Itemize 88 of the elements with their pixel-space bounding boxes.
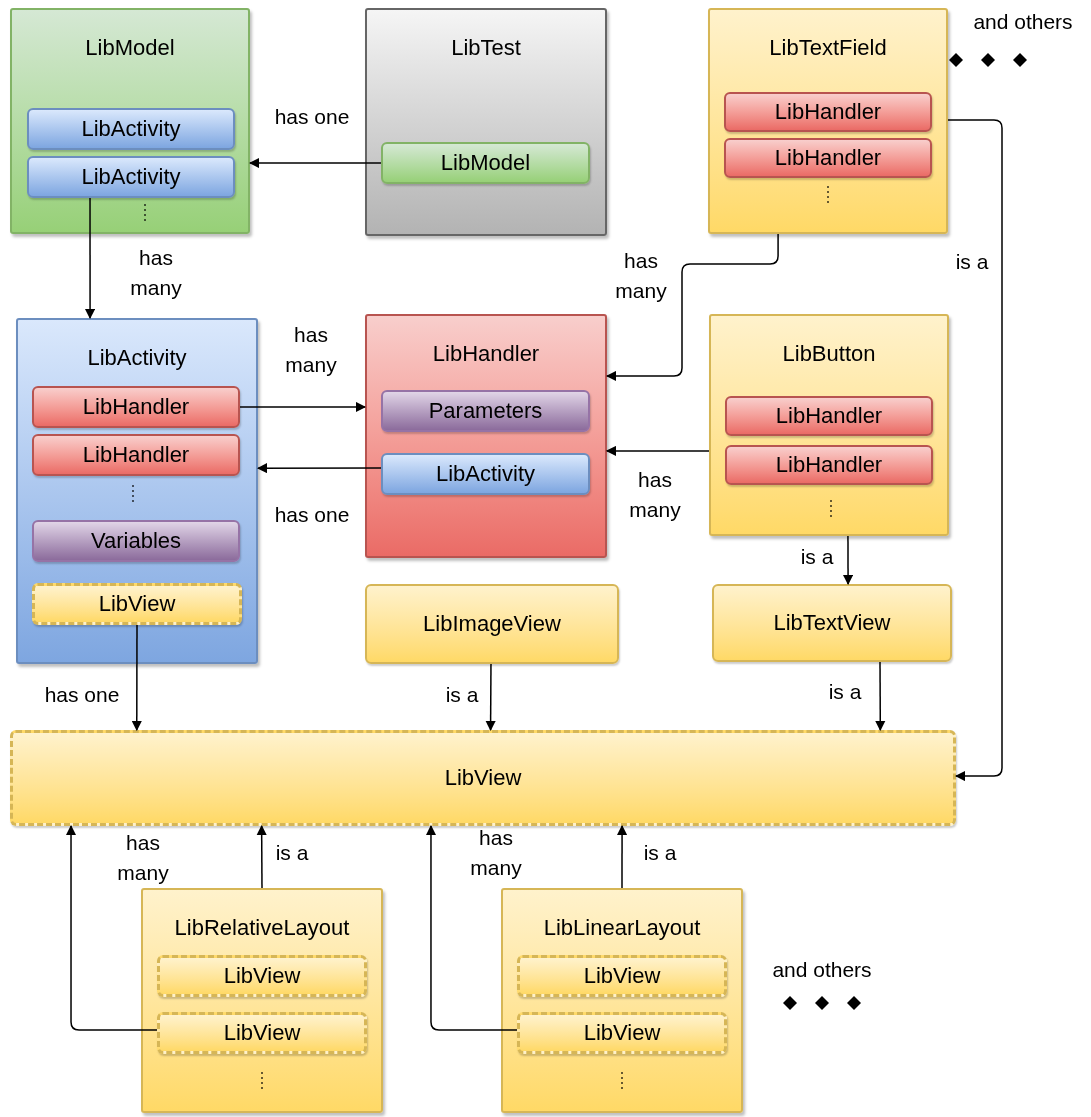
container-box [10,8,250,234]
arrow [605,233,779,382]
node-title: LibHandler [773,101,883,123]
edge-label: has many [129,245,183,301]
edge-label: has many [116,830,170,886]
arrow [842,535,854,586]
edge-label: is a [275,840,309,866]
node-title: LibView [582,1022,662,1044]
node-title: LibModel [84,37,176,59]
class-box [724,138,932,178]
container-box [709,314,949,536]
node-title: LibView [222,965,302,987]
node-title: LibLinearLayout [542,917,702,939]
class-box [365,584,619,664]
class-box [10,730,956,826]
class-box [725,445,933,485]
class-box [32,520,240,562]
edge-label: is a [828,679,862,705]
edge-label: has many [284,322,338,378]
node-title: LibActivity [434,463,536,485]
class-box [32,434,240,476]
container-box [708,8,948,234]
note-label: and others [973,9,1073,36]
container-box [16,318,258,664]
arrow [425,824,518,1031]
arrow [256,462,382,474]
edge-label: is a [955,249,989,275]
node-title: LibHandler [431,343,541,365]
container-box [501,888,743,1113]
edge-label: has one [44,682,120,708]
class-box [27,156,235,198]
node-title: LibTest [450,37,522,59]
arrow [65,824,158,1031]
edge-label: has many [469,825,523,881]
edge-label: is a [800,544,834,570]
class-box [381,390,590,432]
node-title: LibModel [439,152,532,174]
node-title: LibHandler [773,147,883,169]
node-title: LibHandler [774,405,884,427]
class-box [381,453,590,495]
class-box [157,955,367,997]
node-title: LibActivity [80,166,182,188]
class-box [724,92,932,132]
container-box [365,8,607,236]
edge-label: has one [274,502,350,528]
node-title: LibRelativeLayout [173,917,351,939]
class-box [32,583,242,625]
class-box [32,386,240,428]
arrow [256,824,267,889]
node-title: LibView [97,593,177,615]
node-title: LibHandler [774,454,884,476]
note-label: and others [772,957,872,984]
arrow [616,824,628,889]
node-title: LibActivity [80,118,182,140]
edge-label: is a [643,840,677,866]
class-box [381,142,590,184]
arrow [605,445,710,457]
class-box [517,955,727,997]
class-box [27,108,235,150]
container-box [365,314,607,558]
class-box [517,1012,727,1054]
arrow [239,401,367,413]
class-box [725,396,933,436]
node-title: LibActivity [86,347,188,369]
class-box [157,1012,367,1054]
node-title: LibTextField [768,37,888,59]
edge-label: is a [445,682,479,708]
node-title: Variables [89,530,183,552]
arrow [485,663,496,732]
node-title: LibImageView [422,613,562,635]
arrow [947,119,1003,782]
node-title: LibHandler [81,444,191,466]
node-title: LibTextView [772,612,892,634]
class-box [712,584,952,662]
node-title: LibView [222,1022,302,1044]
node-title: LibView [443,767,523,789]
node-title: LibView [582,965,662,987]
edge-label: has many [614,248,668,304]
arrow [875,661,886,732]
arrow [131,624,143,732]
container-box [141,888,383,1113]
edge-label: has one [274,104,350,130]
node-title: Parameters [427,400,544,422]
arrow [84,197,96,320]
arrow [248,157,382,169]
node-title: LibHandler [81,396,191,418]
node-title: LibButton [781,343,877,365]
edge-label: has many [628,467,682,523]
